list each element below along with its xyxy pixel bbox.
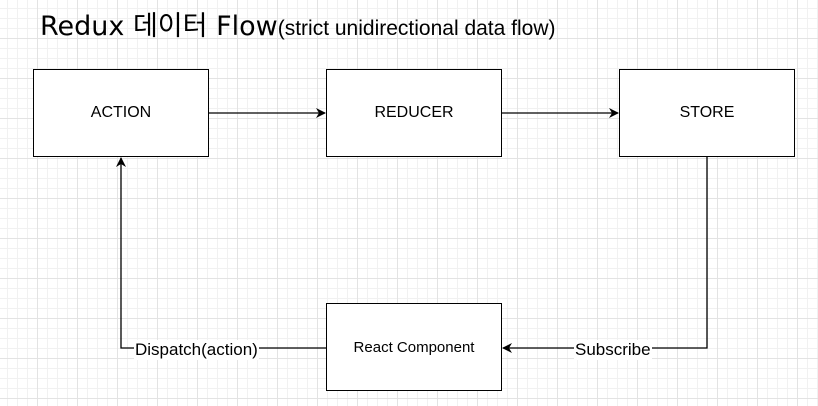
store-node: STORE: [619, 69, 795, 157]
edge-react-to-action: [116, 157, 326, 349]
subscribe-edge-label: Subscribe: [574, 340, 652, 360]
action-node: ACTION: [33, 69, 209, 157]
action-node-label: ACTION: [90, 104, 152, 121]
title-subtitle: (strict unidirectional data flow): [277, 17, 556, 40]
react-component-node: React Component: [326, 303, 502, 391]
reducer-node: REDUCER: [326, 69, 502, 157]
diagram-title: Redux 데이터 Flow(strict unidirectional dat…: [40, 10, 556, 48]
store-node-label: STORE: [679, 104, 735, 121]
edge-store-to-react: [502, 157, 708, 353]
dispatch-edge-label: Dispatch(action): [134, 340, 259, 360]
reducer-node-label: REDUCER: [374, 104, 454, 121]
react-component-node-label: React Component: [353, 338, 475, 356]
title-main: Redux 데이터 Flow: [40, 11, 278, 42]
